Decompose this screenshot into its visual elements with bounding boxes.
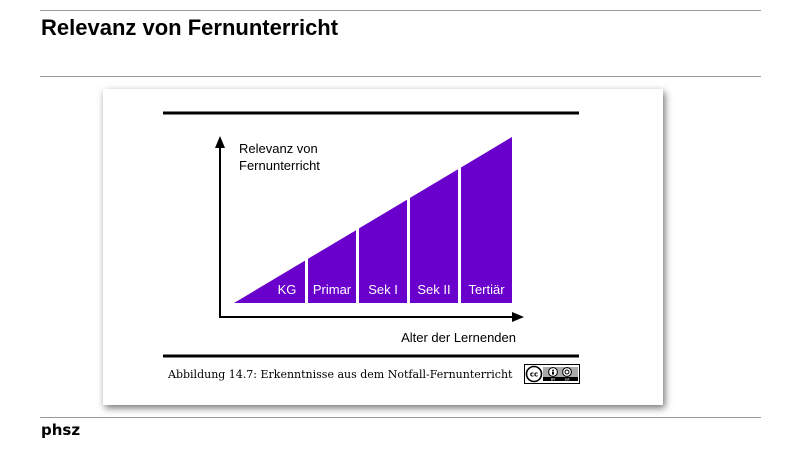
x-axis-arrowhead bbox=[512, 312, 524, 322]
y-axis-label-line-2: Fernunterricht bbox=[239, 158, 320, 173]
page-title: Relevanz von Fernunterricht bbox=[41, 15, 339, 40]
phsz-logo: phsz bbox=[41, 421, 81, 439]
segment-label-kg: KG bbox=[278, 282, 297, 297]
segment-label-primar: Primar bbox=[313, 282, 352, 297]
segment-sek-ii bbox=[410, 169, 458, 303]
segment-label-tertiar: Tertiär bbox=[468, 282, 505, 297]
segment-label-sek-i: Sek I bbox=[368, 282, 398, 297]
y-axis-arrowhead bbox=[215, 136, 225, 148]
segment-sek-i bbox=[359, 199, 407, 303]
sa-share-alike-icon bbox=[562, 367, 572, 377]
y-axis-label-line-1: Relevanz von bbox=[239, 141, 318, 156]
cc-mark-text: cc bbox=[530, 371, 538, 379]
footer-rule bbox=[40, 417, 761, 418]
x-axis-label: Alter der Lernenden bbox=[401, 330, 516, 345]
segment-label-sek-ii: Sek II bbox=[417, 282, 450, 297]
by-label: BY bbox=[551, 378, 556, 382]
cc-by-sa-icon: cc BY SA bbox=[525, 365, 579, 383]
title-underline-rule bbox=[40, 76, 761, 77]
segment-primar bbox=[308, 230, 356, 303]
figure-caption: Abbildung 14.7: Erkenntnisse aus dem Not… bbox=[168, 368, 513, 381]
cc-by-sa-license-badge: cc BY SA bbox=[524, 364, 580, 384]
top-rule bbox=[40, 10, 761, 11]
sa-label: SA bbox=[565, 378, 570, 382]
segment-tertiar bbox=[461, 137, 512, 303]
